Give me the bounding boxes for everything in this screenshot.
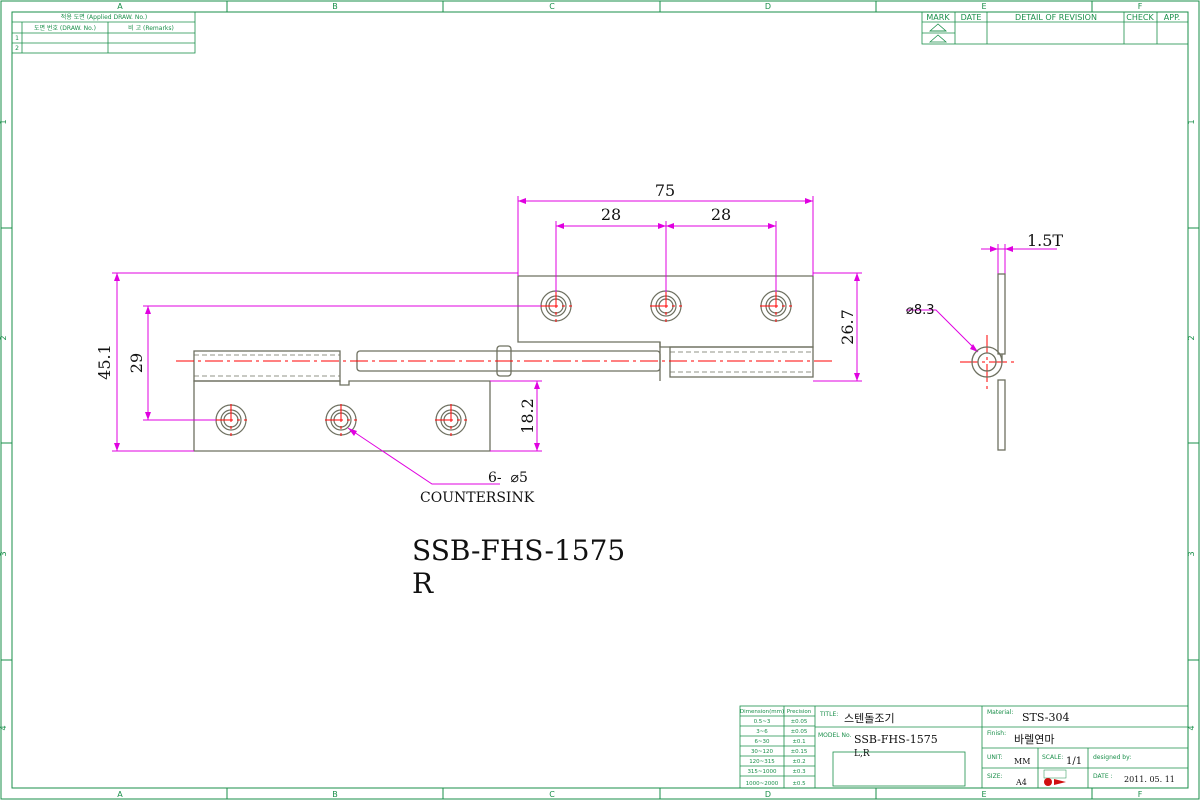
title-block: Dimension(mm) Precision 0.5~3 ±0.05 3~6 … <box>739 705 1189 789</box>
grid-col-c-top: C <box>549 2 555 11</box>
tol-row-6-range: 315~1000 <box>747 769 777 775</box>
company-logo <box>1043 769 1067 786</box>
model-value: SSB-FHS-1575 <box>854 733 938 746</box>
revision-triangle-icon <box>928 23 948 32</box>
grid-col-e-bottom: E <box>981 790 986 799</box>
revision-header-detail: DETAIL OF REVISION <box>1015 13 1097 22</box>
dim-right-height: 26.7 <box>838 309 857 345</box>
scale-label: SCALE: <box>1042 754 1063 761</box>
dim-pitch-right: 28 <box>711 205 731 224</box>
grid-row-4-left: 4 <box>0 725 8 730</box>
dim-lower-height: 18.2 <box>518 398 537 434</box>
revision-header-app: APP. <box>1164 13 1180 22</box>
tol-row-3-range: 6~30 <box>754 739 770 745</box>
grid-row-2-right: 2 <box>1187 335 1196 340</box>
dim-holes-note: 6- ⌀5 <box>488 470 528 486</box>
countersink-holes <box>215 290 792 436</box>
grid-col-c-bottom: C <box>549 790 555 799</box>
scale-value: 1/1 <box>1066 756 1082 767</box>
size-label: SIZE: <box>987 773 1003 780</box>
grid-col-a-top: A <box>117 2 123 11</box>
tol-row-5-range: 120~315 <box>749 759 775 765</box>
tol-row-4-value: ±0.15 <box>791 749 808 755</box>
grid-col-b-top: B <box>332 2 338 11</box>
knuckle-left <box>193 350 341 382</box>
grid-col-d-top: D <box>765 2 771 11</box>
part-model-number: SSB-FHS-1575 <box>412 534 625 567</box>
tol-row-2-value: ±0.05 <box>791 729 808 735</box>
finish-value: 바렐연마 <box>1014 733 1054 746</box>
applied-drawing-table: 적용 도면 (Applied DRAW. No.) 도면 번호 (DRAW. N… <box>11 11 196 54</box>
title-label: TITLE: <box>819 711 838 718</box>
grid-col-d-bottom: D <box>765 790 771 799</box>
revision-header-date: DATE <box>961 13 982 22</box>
applied-table-col1: 도면 번호 (DRAW. No.) <box>34 24 96 32</box>
dimension-lines <box>112 196 1057 485</box>
tol-row-3-value: ±0.1 <box>792 739 805 745</box>
applied-table-row-2: 2 <box>15 45 19 52</box>
tol-header-dimension: Dimension(mm) <box>740 709 784 715</box>
title-value: 스텐돌조기 <box>844 712 895 725</box>
knuckle-right <box>669 346 814 378</box>
model-label: MODEL No. <box>818 732 852 739</box>
finish-label: Finish: <box>987 730 1006 737</box>
grid-row-1-left: 1 <box>0 119 8 124</box>
tol-row-6-value: ±0.3 <box>792 769 806 775</box>
tol-row-1-range: 0.5~3 <box>754 719 771 725</box>
center-lines <box>176 290 1016 436</box>
grid-row-3-left: 3 <box>0 551 8 556</box>
dim-overall-width: 75 <box>655 181 675 200</box>
grid-row-4-right: 4 <box>1187 725 1196 730</box>
applied-table-col2: 비 고 (Remarks) <box>128 24 174 32</box>
tol-row-1-value: ±0.05 <box>791 719 808 725</box>
grid-col-f-top: F <box>1138 2 1143 11</box>
grid-row-3-right: 3 <box>1187 551 1196 556</box>
grid-col-e-top: E <box>981 2 986 11</box>
hinge-side-view <box>971 273 1006 451</box>
grid-col-b-bottom: B <box>332 790 338 799</box>
date-label: DATE : <box>1093 773 1113 780</box>
tol-row-2-range: 3~6 <box>756 729 768 735</box>
dim-pin-diameter: ⌀8.3 <box>906 303 935 318</box>
material-value: STS-304 <box>1022 711 1070 724</box>
revision-triangle-icon <box>928 34 948 43</box>
tol-row-7-value: ±0.5 <box>792 781 806 787</box>
applied-table-header: 적용 도면 (Applied DRAW. No.) <box>61 13 147 21</box>
grid-col-a-bottom: A <box>117 790 123 799</box>
dim-pitch-left: 28 <box>601 205 621 224</box>
revision-header-mark: MARK <box>926 13 950 22</box>
revision-header-check: CHECK <box>1126 13 1154 22</box>
unit-label: UNIT: <box>987 754 1003 761</box>
material-label: Material: <box>987 709 1013 716</box>
applied-table-row-1: 1 <box>15 35 19 42</box>
tol-header-precision: Precision <box>787 709 812 715</box>
dim-countersink-note: COUNTERSINK <box>420 490 535 506</box>
dim-hole-span: 29 <box>127 353 146 373</box>
dim-total-height: 45.1 <box>95 344 114 380</box>
unit-value: MM <box>1014 757 1030 766</box>
dim-thickness: 1.5T <box>1027 231 1063 250</box>
size-value: A4 <box>1015 778 1027 787</box>
model-sub-value: L,R <box>854 749 870 759</box>
grid-col-f-bottom: F <box>1138 790 1143 799</box>
hinge-front-view <box>193 275 814 452</box>
dimension-arrows <box>114 198 1013 451</box>
tol-row-4-range: 30~120 <box>751 749 774 755</box>
tol-row-7-range: 1000~2000 <box>746 781 779 787</box>
tol-row-5-value: ±0.2 <box>792 759 805 765</box>
date-value: 2011. 05. 11 <box>1124 775 1175 784</box>
grid-row-2-left: 2 <box>0 335 8 340</box>
lower-leaf <box>193 380 491 452</box>
part-variant: R <box>412 567 434 600</box>
grid-row-1-right: 1 <box>1187 119 1196 124</box>
designed-label: designed by: <box>1093 754 1131 761</box>
revision-table: MARK DATE DETAIL OF REVISION CHECK APP. <box>921 11 1189 45</box>
